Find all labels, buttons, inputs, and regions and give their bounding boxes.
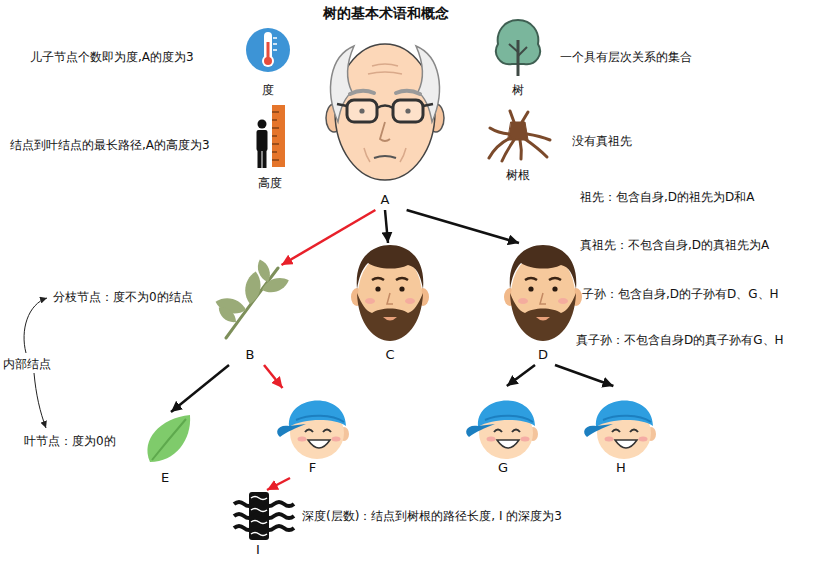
annotation-text: 深度(层数)：结点到树根的路径长度, I 的深度为3 [302,508,562,524]
tree-node: B [215,265,285,365]
height-icon-node: 高度 [246,115,294,193]
tree-edge [407,210,519,243]
height-icon [257,105,286,168]
tree-edge [282,210,376,265]
diagram-title: 树的基本术语和概念 [323,4,449,22]
root-icon-node: 树根 [488,115,548,185]
node-label: A [381,192,390,208]
annotation-text: 结点到叶结点的最长路径,A的高度为3 [10,137,210,153]
annotation-text: 分枝节点：度不为0的结点 [53,289,193,305]
annotation-text: 叶节点：度为0的 [24,433,116,449]
tree-node: H [583,386,659,478]
branch-icon [214,258,291,338]
annotation-text: 真祖先：不包含自身,D的真祖先为A [580,237,769,253]
tree-node: E [135,412,195,488]
cap-boy-head [277,401,349,459]
node-label: 树根 [506,167,530,183]
node-label: G [498,460,508,476]
old-man-icon [326,44,444,180]
leaf-icon [147,415,190,462]
tree-node: F [275,388,350,478]
tree-icon-node: 树 [494,18,542,100]
bearded-head [351,245,429,341]
node-label: F [309,460,316,476]
node-label: H [616,460,626,476]
annotation-text: 内部结点 [3,356,51,372]
node-label: 度 [262,82,274,98]
cap-boy-head [466,401,538,459]
annotation-text: 儿子节点个数即为度,A的度为3 [30,49,194,65]
tree-edge [267,478,290,490]
node-label: 树 [512,82,524,98]
tree-icon [496,20,540,76]
annotation-text: 祖先：包含自身,D的祖先为D和A [580,189,755,205]
degree-icon-node: 度 [244,26,292,100]
cap-boy-head [584,401,656,459]
tree-node: A [325,40,445,210]
node-label: C [385,347,394,363]
tree-node: G [465,386,541,478]
node-label: 高度 [258,175,282,191]
node-label: D [538,347,548,363]
node-label: I [256,542,260,558]
annotation-text: 子孙：包含自身,D的子孙有D、G、H [582,286,779,302]
annotation-text: 真子孙：不包含自身D的真子孙有G、H [576,332,784,348]
tree-edge [385,210,388,243]
tree-node: C [350,243,430,365]
tree-edge [171,365,229,412]
tree-edge [555,365,613,386]
bearded-head [504,245,582,341]
tree-node: D [503,243,583,365]
roots-icon [489,111,550,161]
annotation-text: 没有真祖先 [572,133,632,149]
thermometer-icon [246,28,290,72]
node-label: B [246,347,255,363]
node-label: E [161,470,169,486]
depth-icon [234,492,294,540]
annotation-text: 一个具有层次关系的集合 [560,49,692,65]
tree-edge [507,365,535,386]
tree-edge [264,365,283,388]
tree-node: I [228,490,288,560]
